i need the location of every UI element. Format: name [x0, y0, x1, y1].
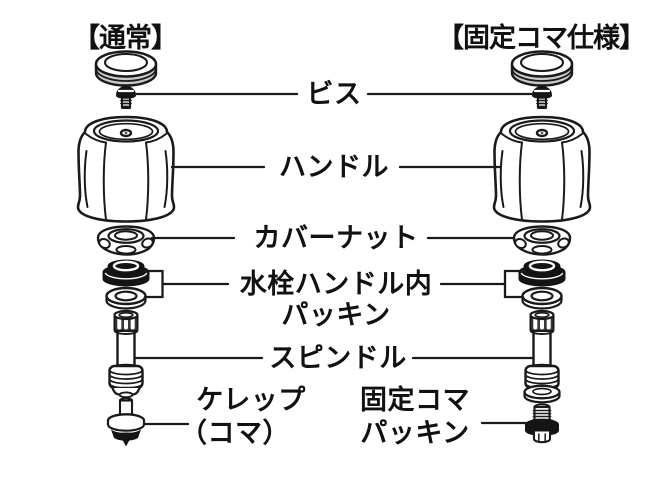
kerep-koma-icon: [106, 397, 146, 447]
label-spindle: スピンドル: [269, 343, 407, 373]
heading-fixed: 【固定コマ仕様】: [437, 23, 646, 53]
label-fixed-koma-1: 固定コマ: [360, 385, 470, 415]
label-inner-packing-1: 水栓ハンドル内: [239, 269, 433, 299]
label-screw: ビス: [306, 79, 362, 109]
label-cover-nut: カバーナット: [253, 223, 419, 253]
fixed-koma-packing-icon: [525, 403, 559, 444]
label-fixed-koma-2: パッキン: [360, 418, 470, 448]
label-kerep-1: ケレップ: [196, 385, 306, 415]
fixed-assembly: [492, 50, 592, 444]
spindle-flange: [523, 384, 561, 404]
heading-normal: 【通常】: [73, 23, 178, 53]
normal-assembly: [76, 50, 176, 447]
leader-lines: [133, 92, 535, 426]
label-kerep-2: （コマ）: [180, 418, 290, 448]
spindle-tapered-tip: [111, 386, 141, 399]
label-handle: ハンドル: [279, 152, 389, 182]
label-inner-packing-2: パッキン: [281, 300, 391, 330]
